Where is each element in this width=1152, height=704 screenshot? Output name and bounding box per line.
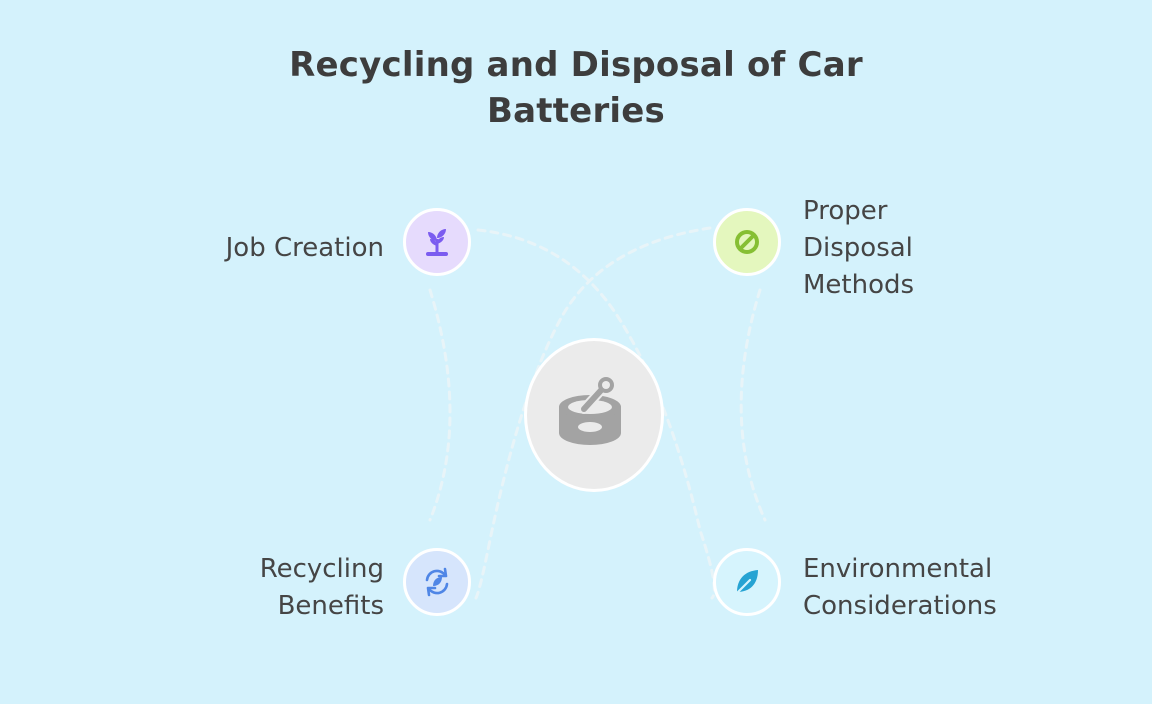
label-line: Recycling <box>259 554 384 584</box>
label-line: Methods <box>803 270 915 300</box>
label-line: Considerations <box>803 591 997 621</box>
label-line: Benefits <box>277 591 384 621</box>
label-line: Environmental <box>803 554 993 584</box>
label-line: Disposal <box>803 233 913 263</box>
node-environmental-considerations <box>713 548 781 616</box>
label-line: Proper <box>803 196 888 226</box>
label-environmental-considerations: Environmental Considerations <box>803 551 997 625</box>
node-proper-disposal-methods <box>713 208 781 276</box>
prohibited-icon <box>735 230 759 254</box>
label-job-creation: Job Creation <box>150 230 384 267</box>
leaf-icon <box>733 570 758 597</box>
center-node <box>524 338 664 492</box>
label-recycling-benefits: Recycling Benefits <box>150 551 384 625</box>
sprout-icon <box>426 229 448 256</box>
label-line: Job Creation <box>225 233 384 263</box>
connector-job-to-environmental <box>476 228 716 600</box>
node-recycling-benefits <box>403 548 471 616</box>
recycle-leaf-icon <box>425 567 449 597</box>
connector-disposal-to-environmental <box>739 288 767 522</box>
connector-job-to-recycling <box>428 288 452 522</box>
label-proper-disposal-methods: Proper Disposal Methods <box>803 193 914 304</box>
diagram-title: Recycling and Disposal of Car Batteries <box>289 45 863 131</box>
battery-can-icon <box>559 377 621 445</box>
node-job-creation <box>403 208 471 276</box>
